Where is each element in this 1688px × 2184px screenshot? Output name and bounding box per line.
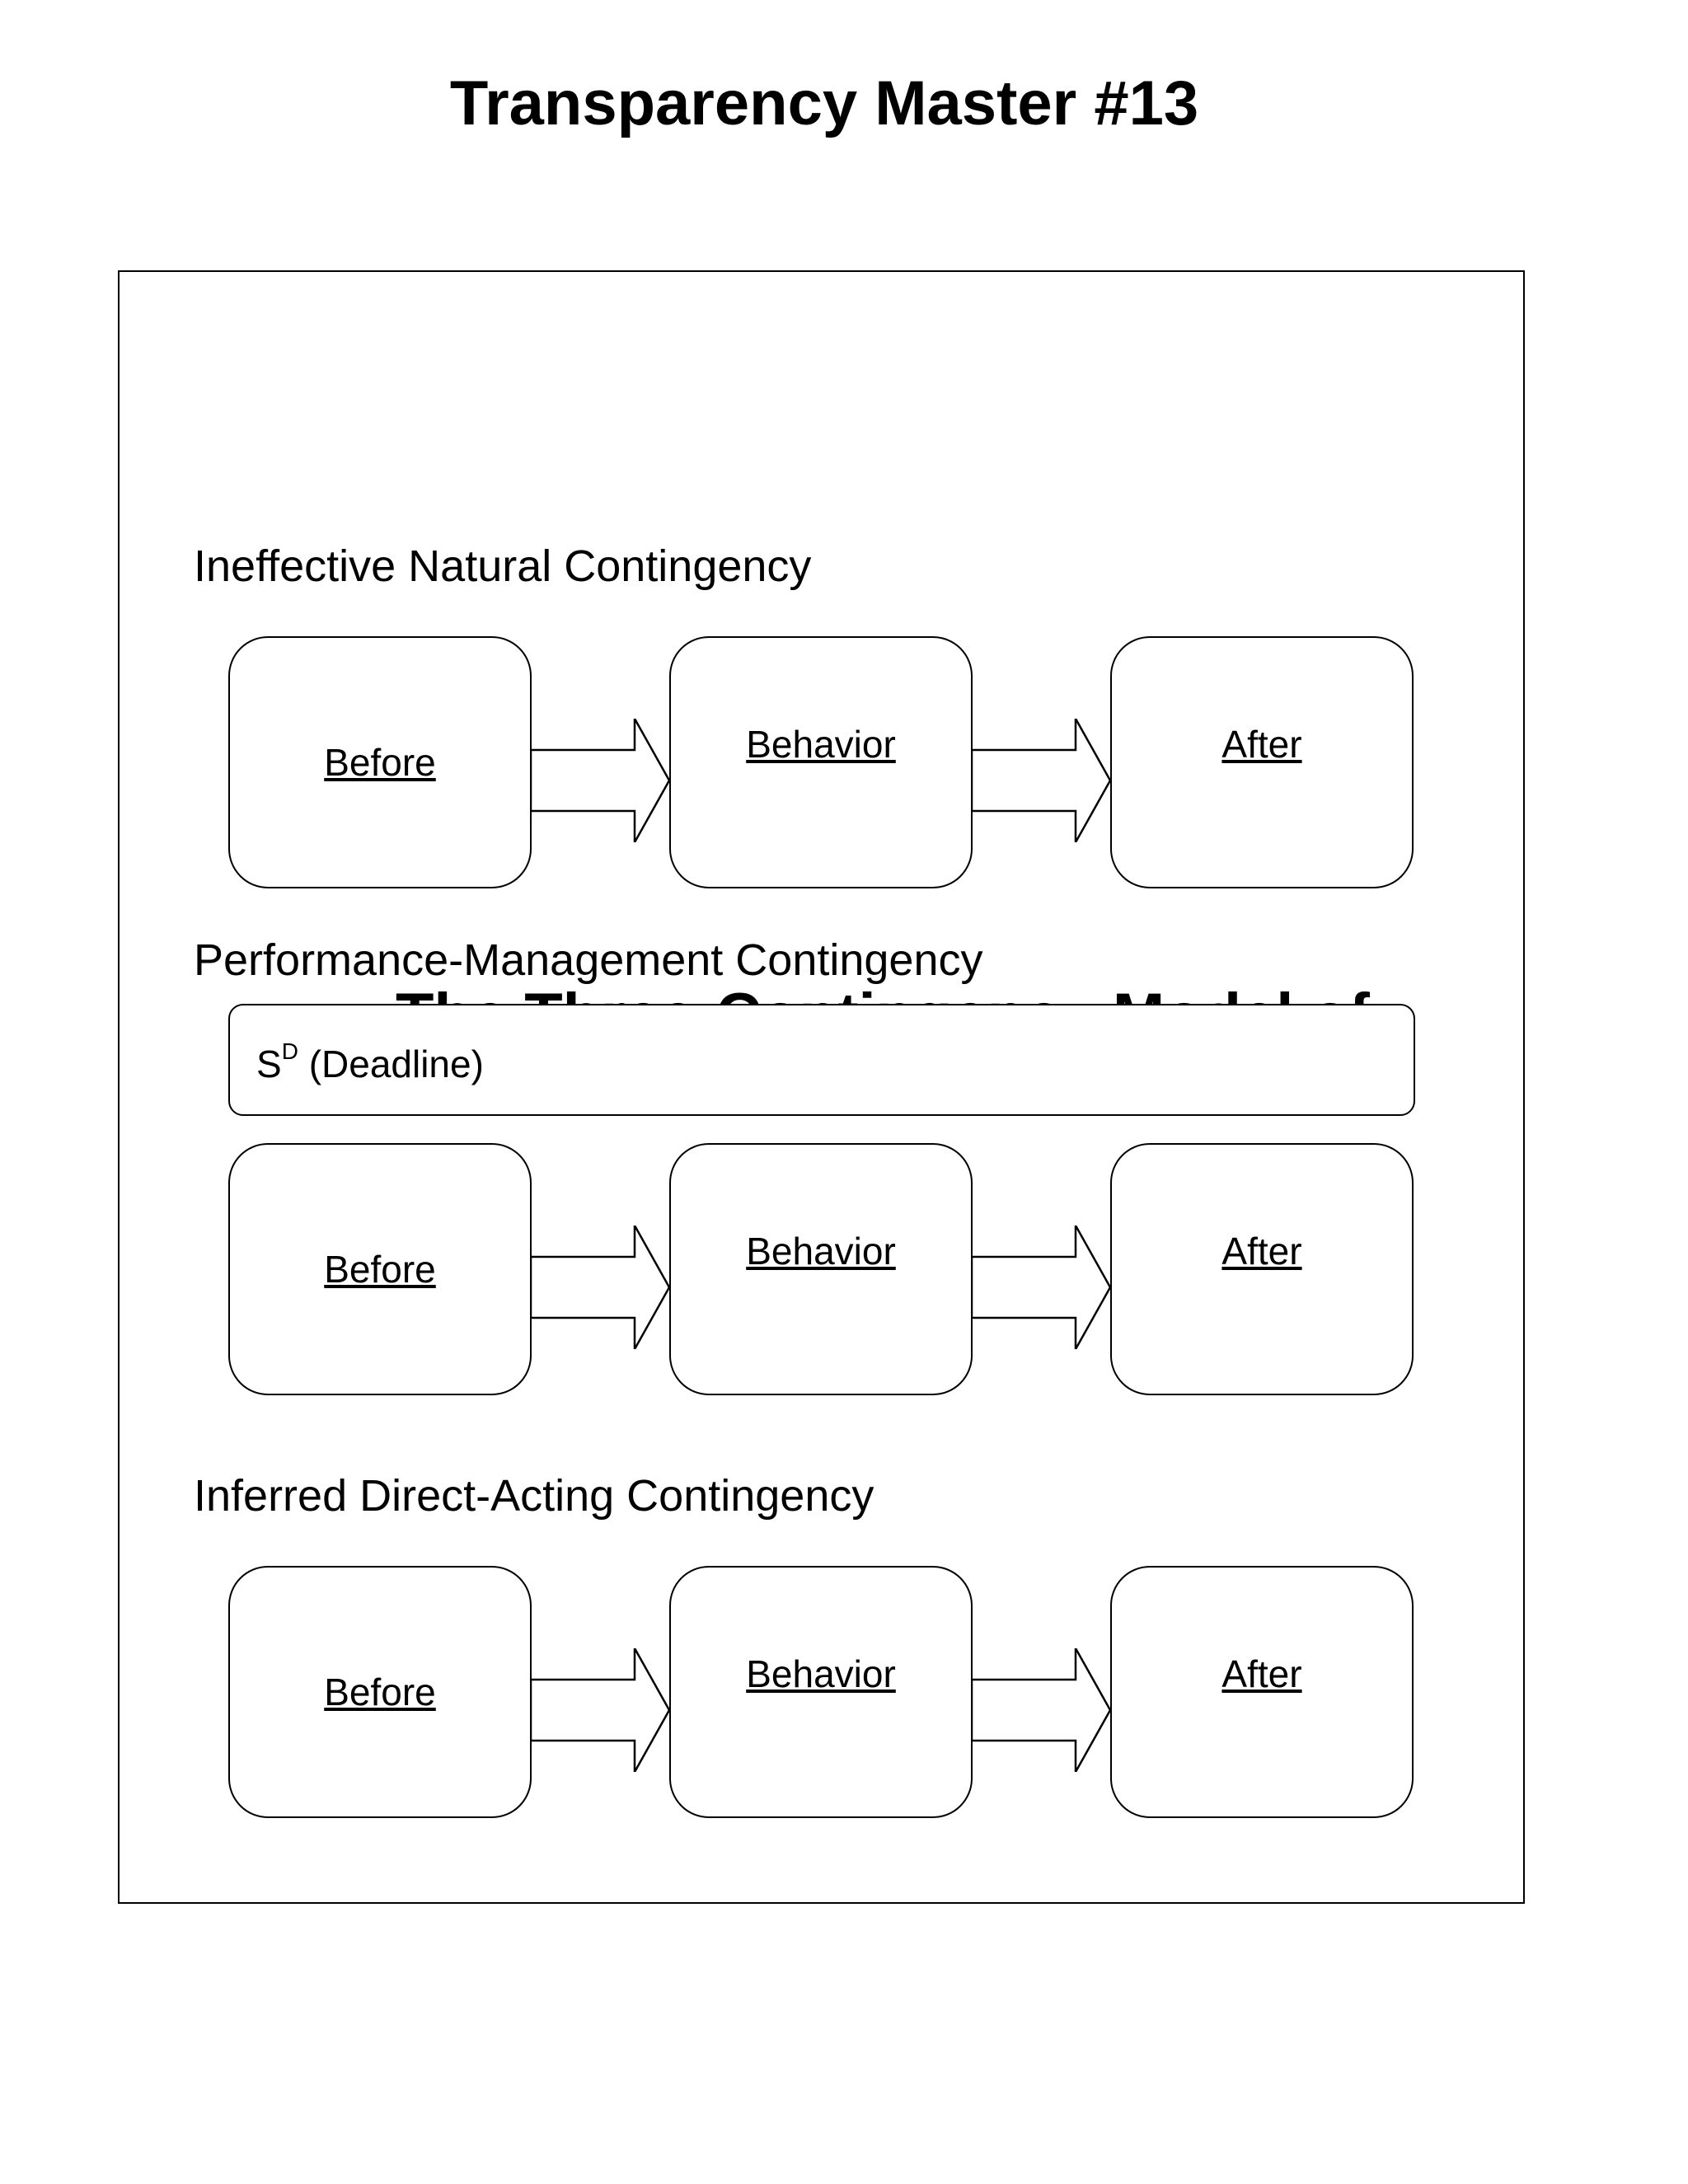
after-label: After	[1221, 723, 1302, 766]
behavior-box: Behavior	[669, 636, 973, 888]
before-box: Before	[228, 1566, 532, 1818]
after-box: After	[1110, 1566, 1414, 1818]
section-label-inferred-direct-acting: Inferred Direct-Acting Contingency	[194, 1471, 874, 1521]
before-label: Before	[324, 741, 436, 784]
before-box: Before	[228, 1143, 532, 1395]
arrow-icon	[972, 1226, 1114, 1349]
page-title: Transparency Master #13	[449, 68, 1199, 138]
partially-hidden-heading: The Three-Contingency Model of	[396, 985, 1370, 1004]
behavior-label: Behavior	[746, 1230, 896, 1272]
arrow-icon	[531, 719, 673, 842]
section-label-performance-management: Performance-Management Contingency	[194, 935, 983, 985]
after-box: After	[1110, 636, 1414, 888]
before-label: Before	[324, 1671, 436, 1713]
after-label: After	[1221, 1652, 1302, 1695]
sd-label: SD (Deadline)	[256, 1038, 484, 1085]
diagram-frame	[118, 270, 1525, 1904]
arrow-icon	[531, 1226, 673, 1349]
section-label-ineffective-natural: Ineffective Natural Contingency	[194, 541, 812, 591]
behavior-label: Behavior	[746, 1652, 896, 1695]
behavior-box: Behavior	[669, 1143, 973, 1395]
before-box: Before	[228, 636, 532, 888]
before-label: Before	[324, 1248, 436, 1291]
arrow-icon	[531, 1648, 673, 1772]
behavior-label: Behavior	[746, 723, 896, 766]
arrow-icon	[972, 1648, 1114, 1772]
sd-deadline-box: SD (Deadline)	[228, 1004, 1415, 1116]
after-label: After	[1221, 1230, 1302, 1272]
behavior-box: Behavior	[669, 1566, 973, 1818]
arrow-icon	[972, 719, 1114, 842]
after-box: After	[1110, 1143, 1414, 1395]
